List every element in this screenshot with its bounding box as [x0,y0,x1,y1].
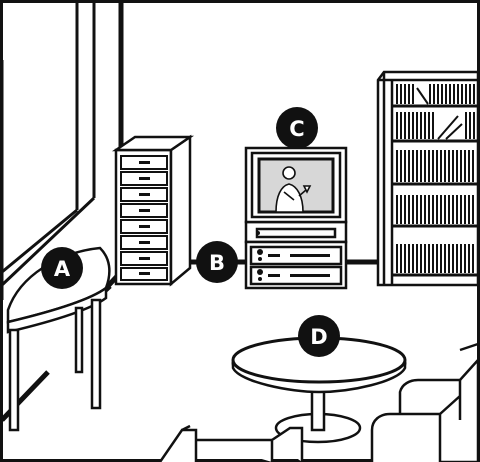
filing-cabinet [111,134,195,287]
armchair [370,342,480,462]
round-coffee-table [231,336,407,444]
marker-c-label: C [289,117,304,141]
video-cabinet [244,220,348,290]
marker-b-label: B [209,251,225,275]
television [244,146,348,224]
tv-presenter [275,166,312,213]
marker-b: B [196,241,238,283]
marker-d: D [298,315,340,357]
marker-d-label: D [310,325,327,349]
marker-c: C [276,107,318,149]
chair [158,424,304,462]
marker-a: A [41,247,83,289]
window [0,2,96,300]
bookshelf [376,70,480,287]
marker-a-label: A [54,257,71,281]
